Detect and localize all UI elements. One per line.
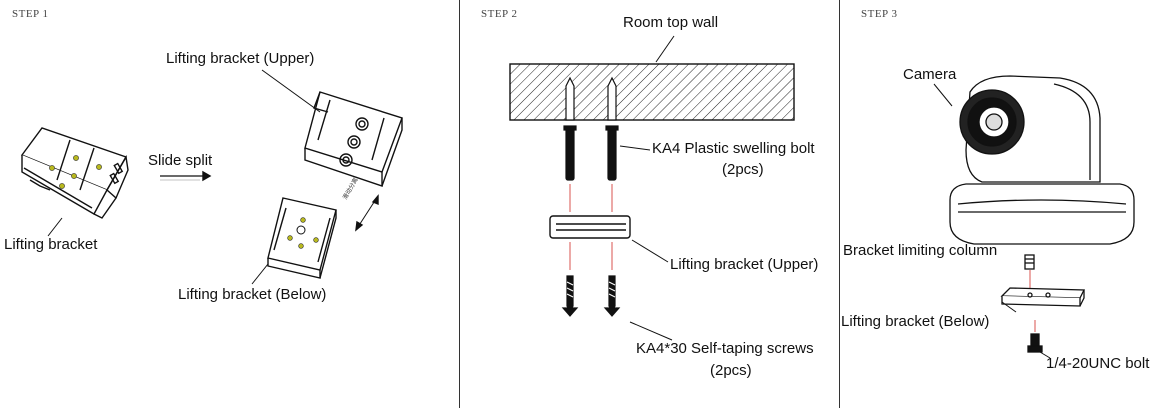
upper-bracket-mount [549, 215, 631, 239]
upper-bracket-part [304, 91, 403, 187]
step-3-label: STEP 3 [861, 8, 898, 20]
divider-1 [459, 0, 460, 408]
leader-upper-mount [631, 239, 669, 263]
label-screws-qty: (2pcs) [710, 362, 752, 379]
wall-holes [565, 76, 617, 121]
step-2-label: STEP 2 [481, 8, 518, 20]
leader-below-mount [1001, 301, 1017, 313]
leader-bracket [47, 217, 63, 237]
label-swelling-bolt-qty: (2pcs) [722, 161, 764, 178]
unc-bolt [1027, 333, 1043, 353]
label-upper-bracket: Lifting bracket (Upper) [166, 50, 315, 67]
label-below-mount: Lifting bracket (Below) [841, 313, 990, 330]
label-swelling-bolt: KA4 Plastic swelling bolt [652, 140, 815, 157]
plastic-bolts [563, 125, 619, 181]
step-1-label: STEP 1 [12, 8, 49, 20]
label-lifting-bracket: Lifting bracket [4, 236, 98, 253]
leader-upper [261, 69, 321, 113]
lower-bracket-part [267, 197, 337, 279]
camera-lens [959, 89, 1025, 155]
label-screws: KA4*30 Self-taping screws [636, 340, 814, 357]
leader-bolt [619, 145, 651, 151]
bracket-dots [49, 155, 102, 189]
divider-2 [839, 0, 840, 408]
label-camera: Camera [903, 66, 957, 83]
label-upper-mount: Lifting bracket (Upper) [670, 256, 819, 273]
leader-screws [629, 321, 673, 341]
split-arrow: 滑动分离 [341, 176, 379, 232]
limiting-column [1024, 254, 1035, 270]
leader-wall [655, 35, 675, 63]
label-room-top-wall: Room top wall [623, 14, 719, 31]
lower-bracket-dots [287, 217, 319, 249]
step1-artwork: 滑动分离 [20, 69, 403, 285]
label-slide-split: Slide split [148, 152, 213, 169]
step2-artwork [509, 35, 1036, 341]
assembled-bracket [20, 127, 129, 219]
leader-camera [933, 83, 953, 107]
ceiling-wall [509, 63, 795, 121]
slide-arrow [160, 170, 212, 182]
label-unc-bolt: 1/4-20UNC bolt [1046, 355, 1150, 372]
label-below-bracket: Lifting bracket (Below) [178, 286, 327, 303]
lower-bracket-mount [1000, 287, 1086, 307]
self-tapping-screws [561, 275, 621, 317]
leader-unc [1039, 351, 1051, 359]
leader-below [251, 263, 269, 285]
svg-text:滑动分离: 滑动分离 [341, 176, 360, 201]
camera-base [949, 183, 1135, 245]
label-limiting-column: Bracket limiting column [843, 242, 998, 259]
step3-artwork [933, 75, 1135, 359]
